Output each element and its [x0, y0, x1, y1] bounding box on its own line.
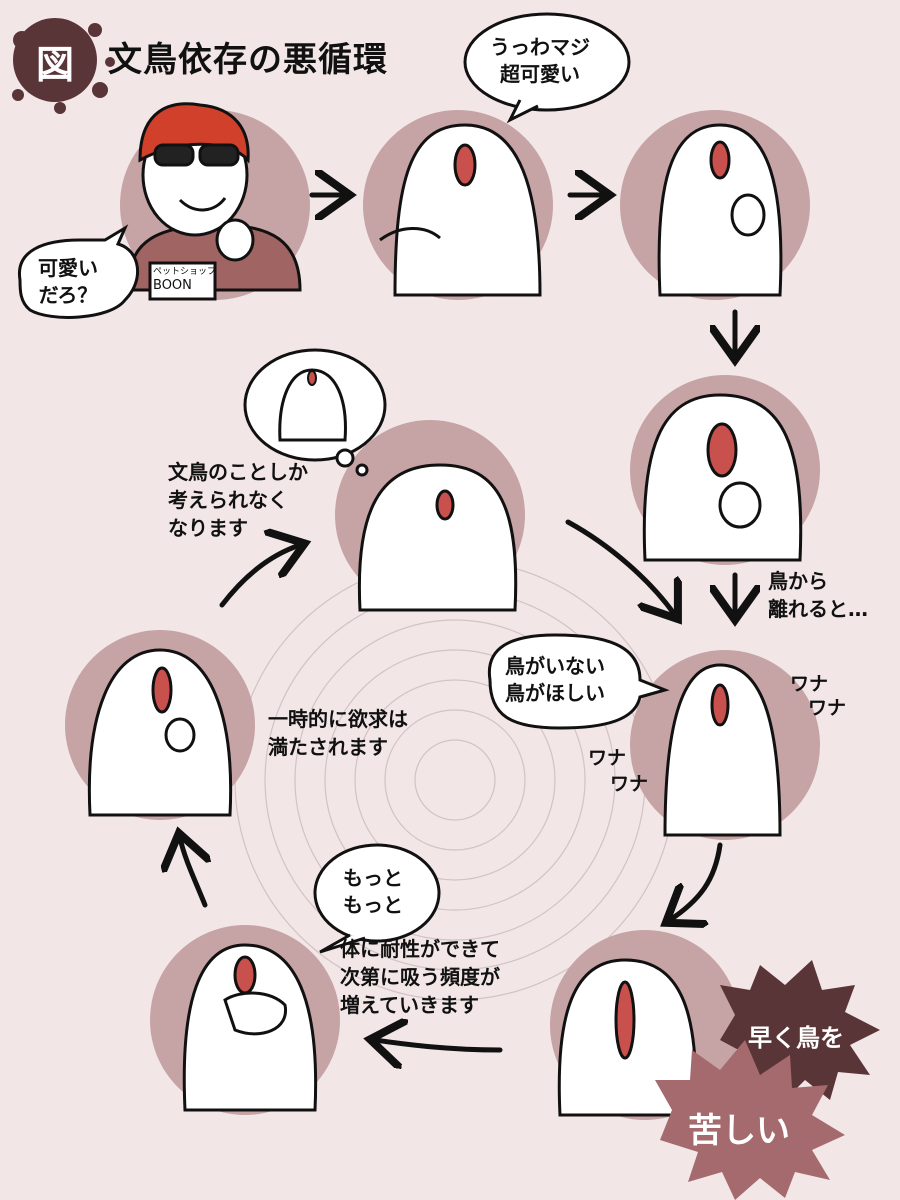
caption-apart-line-2: 離れると… — [768, 597, 868, 621]
bird-panel-8 — [87, 648, 233, 817]
speech-wow-line-2: 超可愛い — [500, 62, 580, 86]
burst-hurry — [720, 960, 880, 1105]
speech-intro: 可愛い だろ？ — [38, 255, 98, 309]
sfx-trembling-1: ワナ ワナ — [790, 672, 846, 720]
speech-intro-line-1: 可愛い — [38, 256, 98, 280]
bird-panel-4 — [642, 393, 803, 562]
ink-splatter — [12, 18, 115, 114]
title-badge: 図 — [36, 43, 75, 87]
burst-hurry-text: 早く鳥を — [748, 1024, 844, 1052]
arrow-7-8 — [180, 838, 205, 908]
sfx-trembling-2-a: ワナ — [588, 747, 627, 769]
bubble-want — [487, 633, 670, 730]
speech-more-line-1: もっと — [343, 866, 403, 890]
sfx-trembling-1-b: ワナ — [808, 697, 847, 719]
caption-tolerance-line-2: 次第に吸う頻度が — [340, 965, 500, 989]
bird-panel-3 — [657, 123, 783, 297]
bubble-intro — [18, 224, 140, 319]
bubble-more — [313, 843, 441, 943]
arrow-5-6 — [670, 842, 723, 920]
speech-want-line-2: 鳥がほしい — [505, 681, 605, 705]
shop-sign-line-2: BOON — [153, 278, 192, 293]
speech-intro-line-2: だろ？ — [38, 283, 98, 307]
speech-more-line-2: もっと — [343, 893, 403, 917]
speech-wow-line-1: うっわマジ — [490, 35, 590, 59]
caption-tolerance-line-1: 体に耐性ができて — [340, 937, 500, 961]
shop-sign-line-1: ペットショップ — [153, 267, 217, 277]
caption-apart-line-1: 鳥から — [768, 569, 828, 593]
caption-satisfied: 一時的に欲求は 満たされます — [268, 705, 408, 761]
bird-figures — [87, 123, 803, 1117]
bird-panel-2 — [393, 123, 542, 297]
bubble-wow — [463, 12, 631, 112]
flow-arrows — [180, 195, 735, 1050]
shop-owner-figure — [128, 102, 302, 301]
speech-more: もっと もっと — [343, 865, 403, 919]
shop-sign: ペットショップ BOON — [153, 266, 216, 292]
bird-panel-5 — [663, 663, 782, 837]
caption-think-line-1: 文鳥のことしか — [168, 460, 308, 484]
caption-tolerance: 体に耐性ができて 次第に吸う頻度が 増えていきます — [340, 935, 500, 1019]
speech-want-line-1: 鳥がいない — [505, 654, 605, 678]
caption-think-line-3: なります — [168, 516, 248, 540]
burst-suffering-text: 苦しい — [688, 1111, 790, 1151]
bird-panel-9 — [357, 463, 518, 612]
caption-think-line-2: 考えられなく — [168, 488, 288, 512]
bursts — [655, 960, 880, 1200]
caption-satisfied-line-1: 一時的に欲求は — [268, 707, 408, 731]
arrow-9-5 — [565, 519, 675, 615]
speech-wow: うっわマジ 超可愛い — [490, 34, 590, 88]
sfx-trembling-1-a: ワナ — [790, 673, 829, 695]
speech-bubbles — [18, 12, 670, 954]
arrow-6-7 — [375, 1040, 503, 1050]
page-title: 文鳥依存の悪循環 — [108, 40, 388, 80]
caption-apart: 鳥から 離れると… — [768, 567, 868, 623]
sfx-trembling-2: ワナ ワナ — [588, 745, 648, 797]
arrow-8-9 — [219, 545, 300, 608]
burst-suffering — [655, 1040, 845, 1200]
caption-think: 文鳥のことしか 考えられなく なります — [168, 458, 308, 542]
caption-tolerance-line-3: 増えていきます — [340, 993, 479, 1017]
caption-satisfied-line-2: 満たされます — [268, 735, 388, 759]
sfx-trembling-2-b: ワナ — [610, 773, 649, 795]
speech-want: 鳥がいない 鳥がほしい — [505, 653, 605, 707]
